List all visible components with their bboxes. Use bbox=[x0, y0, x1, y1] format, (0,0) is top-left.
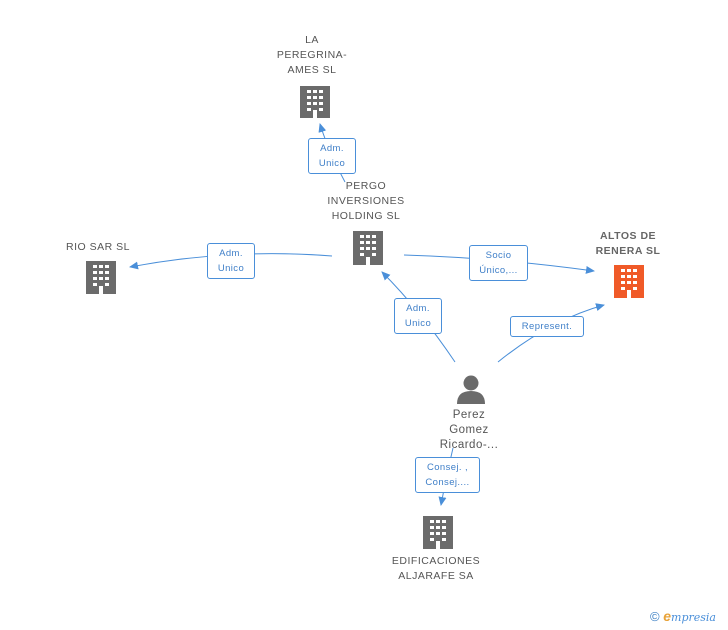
node-label-line: ALTOS DE bbox=[599, 230, 657, 242]
edge-label-line: Consej. , bbox=[426, 462, 469, 473]
building-icon[interactable] bbox=[353, 231, 383, 265]
node-label-line: INVERSIONES bbox=[327, 195, 405, 207]
building-icon[interactable] bbox=[300, 86, 330, 118]
node-label-line: PERGO bbox=[345, 180, 387, 192]
node-label-line: ALJARAFE SA bbox=[398, 570, 474, 582]
edge-label-perez-edificaciones[interactable]: Consej. , Consej.... bbox=[415, 457, 480, 493]
edge-label-line: Unico bbox=[404, 318, 432, 329]
brand-logo-initial: e bbox=[663, 608, 672, 624]
building-icon[interactable] bbox=[423, 516, 453, 549]
edge-label-line: Unico bbox=[217, 263, 245, 274]
person-icon[interactable] bbox=[457, 375, 485, 405]
node-label-line: AMES SL bbox=[287, 64, 337, 76]
node-label-line: Gomez bbox=[449, 424, 489, 436]
building-icon[interactable] bbox=[86, 261, 116, 294]
edge-label-line: Socio bbox=[485, 250, 512, 261]
edge-label-perez-pergo[interactable]: Adm. Unico bbox=[394, 298, 442, 334]
node-label-line: EDIFICACIONES bbox=[391, 555, 481, 567]
footer-brand: © empresia bbox=[650, 608, 716, 624]
edge-label-line: Consej.... bbox=[425, 477, 470, 488]
edge-label-perez-altos[interactable]: Represent. bbox=[510, 316, 584, 337]
copyright-symbol: © bbox=[650, 609, 660, 624]
node-label-line: RIO SAR SL bbox=[66, 241, 130, 253]
edge-label-line: Único,... bbox=[479, 265, 518, 276]
node-label-line: LA bbox=[305, 34, 319, 46]
building-icon[interactable] bbox=[614, 265, 644, 298]
edge-label-line: Represent. bbox=[521, 321, 573, 332]
edge-label-pergo-la-peregrina[interactable]: Adm. Unico bbox=[308, 138, 356, 174]
node-label-line: Ricardo-... bbox=[439, 439, 499, 451]
brand-logo-text: mpresia bbox=[671, 611, 716, 624]
node-label-line: Perez bbox=[452, 409, 486, 421]
node-label-edificaciones[interactable]: EDIFICACIONES ALJARAFE SA bbox=[380, 554, 492, 584]
edge-label-line: Adm. bbox=[320, 143, 344, 154]
edge-label-pergo-rio-sar[interactable]: Adm. Unico bbox=[207, 243, 255, 279]
node-label-line: RENERA SL bbox=[595, 245, 661, 257]
edge-label-line: Unico bbox=[318, 158, 346, 169]
node-label-altos-de-renera[interactable]: ALTOS DE RENERA SL bbox=[578, 229, 678, 259]
edge-label-line: Adm. bbox=[219, 248, 243, 259]
edge-label-pergo-altos[interactable]: Socio Único,... bbox=[469, 245, 528, 281]
node-label-perez-gomez[interactable]: Perez Gomez Ricardo-... bbox=[419, 408, 519, 453]
node-label-pergo[interactable]: PERGO INVERSIONES HOLDING SL bbox=[316, 179, 416, 224]
node-label-line: PEREGRINA- bbox=[276, 49, 348, 61]
edge-label-line: Adm. bbox=[406, 303, 430, 314]
node-label-rio-sar[interactable]: RIO SAR SL bbox=[48, 240, 148, 255]
node-label-la-peregrina[interactable]: LA PEREGRINA- AMES SL bbox=[262, 33, 362, 78]
node-label-line: HOLDING SL bbox=[331, 210, 401, 222]
